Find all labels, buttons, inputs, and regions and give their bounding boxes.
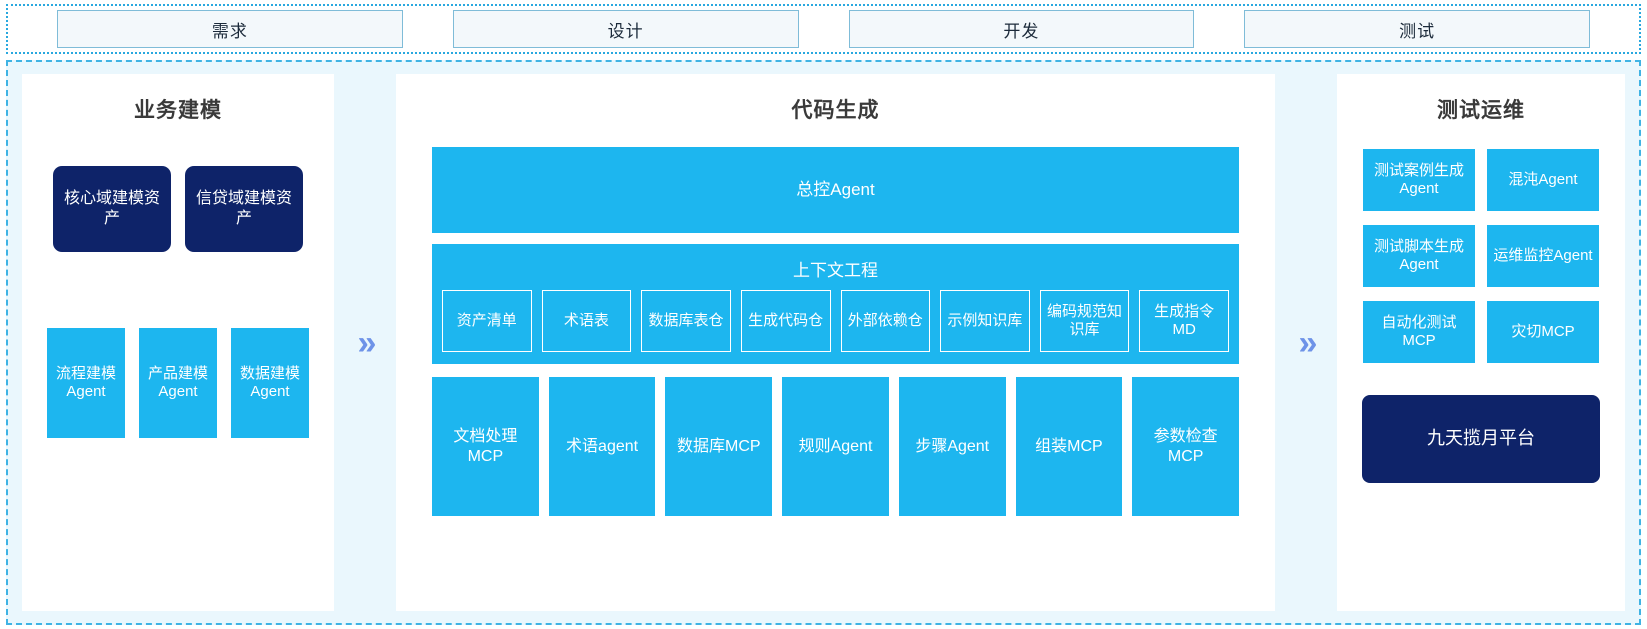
ctx-generation-instruction-md[interactable]: 生成指令MD <box>1139 290 1229 352</box>
agent-data-modeling[interactable]: 数据建模Agent <box>231 328 309 438</box>
tile-label: 外部依赖仓 <box>847 312 923 329</box>
tool-database-mcp[interactable]: 数据库MCP <box>665 377 773 516</box>
tool-document-processing-mcp[interactable]: 文档处理MCP <box>432 377 539 516</box>
context-engineering-title: 上下文工程 <box>793 261 878 280</box>
tile-label: 测试案例生成Agent <box>1373 161 1464 197</box>
tile-label: 产品建模Agent <box>147 364 208 400</box>
platform-jiutian-lanyue[interactable]: 九天揽月平台 <box>1362 395 1600 483</box>
agent-product-modeling[interactable]: 产品建模Agent <box>139 328 217 438</box>
tile-label: 资产清单 <box>456 312 517 329</box>
tile-label: 编码规范知识库 <box>1047 303 1123 338</box>
tile-label: 生成代码仓 <box>748 312 824 329</box>
ctx-glossary[interactable]: 术语表 <box>541 290 632 352</box>
ctx-generated-code-repo[interactable]: 生成代码仓 <box>740 290 831 352</box>
tile-label: 术语表 <box>563 312 609 329</box>
tool-parameter-check-mcp[interactable]: 参数检查MCP <box>1132 377 1240 516</box>
stage-testing[interactable]: 测试 <box>1244 10 1590 48</box>
tile-label: 九天揽月平台 <box>1427 428 1535 449</box>
test-ops-grid: 测试案例生成Agent 混沌Agent 测试脚本生成Agent 运维监控Agen… <box>1363 149 1599 363</box>
tool-assembly-mcp[interactable]: 组装MCP <box>1015 377 1123 516</box>
stage-label: 设计 <box>607 21 644 41</box>
ctx-db-table-repo[interactable]: 数据库表仓 <box>641 290 731 352</box>
chevron-glyph: » <box>1298 323 1318 362</box>
center-content: 总控Agent 上下文工程 资产清单 术语表 数据库表仓 <box>410 124 1261 516</box>
tool-disaster-switch-mcp[interactable]: 灾切MCP <box>1487 301 1599 363</box>
master-control-agent[interactable]: 总控Agent <box>432 147 1239 233</box>
tools-row: 文档处理MCP 术语agent 数据库MCP 规则Agent 步骤Agent <box>432 377 1240 516</box>
tile-label: 步骤Agent <box>915 437 990 455</box>
tile-label: 术语agent <box>566 437 639 455</box>
stage-requirements[interactable]: 需求 <box>57 10 403 48</box>
stage-development[interactable]: 开发 <box>848 10 1195 48</box>
stage-bar: 需求 设计 开发 测试 <box>6 4 1641 54</box>
agent-test-script-generation[interactable]: 测试脚本生成Agent <box>1363 225 1475 287</box>
tile-label: 示例知识库 <box>947 312 1023 329</box>
asset-credit-domain[interactable]: 信贷域建模资产 <box>185 166 303 252</box>
chevron-right-icon-right: » <box>1275 74 1337 611</box>
tool-glossary-agent[interactable]: 术语agent <box>548 377 656 516</box>
asset-core-domain[interactable]: 核心域建模资产 <box>53 166 171 252</box>
tile-label: 运维监控Agent <box>1493 246 1593 264</box>
tool-automated-test-mcp[interactable]: 自动化测试MCP <box>1363 301 1475 363</box>
stage-label: 开发 <box>1003 21 1040 41</box>
tile-label: 流程建模Agent <box>55 364 116 400</box>
tile-label: 测试脚本生成Agent <box>1373 237 1464 273</box>
tile-label: 灾切MCP <box>1511 322 1575 340</box>
tool-rule-agent[interactable]: 规则Agent <box>782 377 889 516</box>
agent-ops-monitoring[interactable]: 运维监控Agent <box>1487 225 1599 287</box>
agent-process-modeling[interactable]: 流程建模Agent <box>47 328 125 438</box>
ctx-coding-standard-knowledge-base[interactable]: 编码规范知识库 <box>1039 290 1130 352</box>
agent-chaos[interactable]: 混沌Agent <box>1487 149 1599 211</box>
tile-label: 总控Agent <box>796 179 875 199</box>
panel-test-operations: 测试运维 测试案例生成Agent 混沌Agent 测试脚本生成Agent 运维监… <box>1337 74 1625 611</box>
ctx-example-knowledge-base[interactable]: 示例知识库 <box>940 290 1030 352</box>
tool-step-agent[interactable]: 步骤Agent <box>898 377 1006 516</box>
tile-label: 生成指令MD <box>1154 303 1215 338</box>
tile-label: 规则Agent <box>798 437 873 455</box>
agent-test-case-generation[interactable]: 测试案例生成Agent <box>1363 149 1475 211</box>
context-engineering-block: 上下文工程 资产清单 术语表 数据库表仓 生成代码仓 <box>432 244 1239 364</box>
ctx-asset-inventory[interactable]: 资产清单 <box>442 290 532 352</box>
tile-label: 数据建模Agent <box>239 364 300 400</box>
context-engineering-items: 资产清单 术语表 数据库表仓 生成代码仓 外部依赖仓 <box>442 290 1229 352</box>
panel-title: 测试运维 <box>1437 99 1525 122</box>
panel-code-generation: 代码生成 总控Agent 上下文工程 资产清单 术语表 <box>396 74 1275 611</box>
tile-label: 数据库表仓 <box>648 312 724 329</box>
business-asset-row: 核心域建模资产 信贷域建模资产 <box>53 166 303 252</box>
tile-label: 组装MCP <box>1035 437 1103 455</box>
panel-business-modeling: 业务建模 核心域建模资产 信贷域建模资产 流程建模Agent 产品建模Agent… <box>22 74 334 611</box>
stage-label: 测试 <box>1399 21 1436 41</box>
chevron-right-icon-left: » <box>334 74 396 611</box>
tile-label: 信贷域建模资产 <box>195 190 292 227</box>
panel-title: 代码生成 <box>791 99 880 122</box>
tile-label: 混沌Agent <box>1508 170 1578 188</box>
tile-label: 自动化测试MCP <box>1381 313 1457 349</box>
stage-label: 需求 <box>211 21 248 41</box>
stage-design[interactable]: 设计 <box>452 10 799 48</box>
business-agent-row: 流程建模Agent 产品建模Agent 数据建模Agent <box>47 328 309 438</box>
tile-label: 参数检查MCP <box>1153 427 1218 465</box>
tile-label: 数据库MCP <box>677 437 761 455</box>
tile-label: 文档处理MCP <box>453 427 518 465</box>
ctx-external-dependency-repo[interactable]: 外部依赖仓 <box>840 290 931 352</box>
chevron-glyph: » <box>357 323 377 362</box>
tile-label: 核心域建模资产 <box>63 190 160 227</box>
body-frame: 业务建模 核心域建模资产 信贷域建模资产 流程建模Agent 产品建模Agent… <box>6 60 1641 625</box>
panel-title: 业务建模 <box>134 99 222 122</box>
